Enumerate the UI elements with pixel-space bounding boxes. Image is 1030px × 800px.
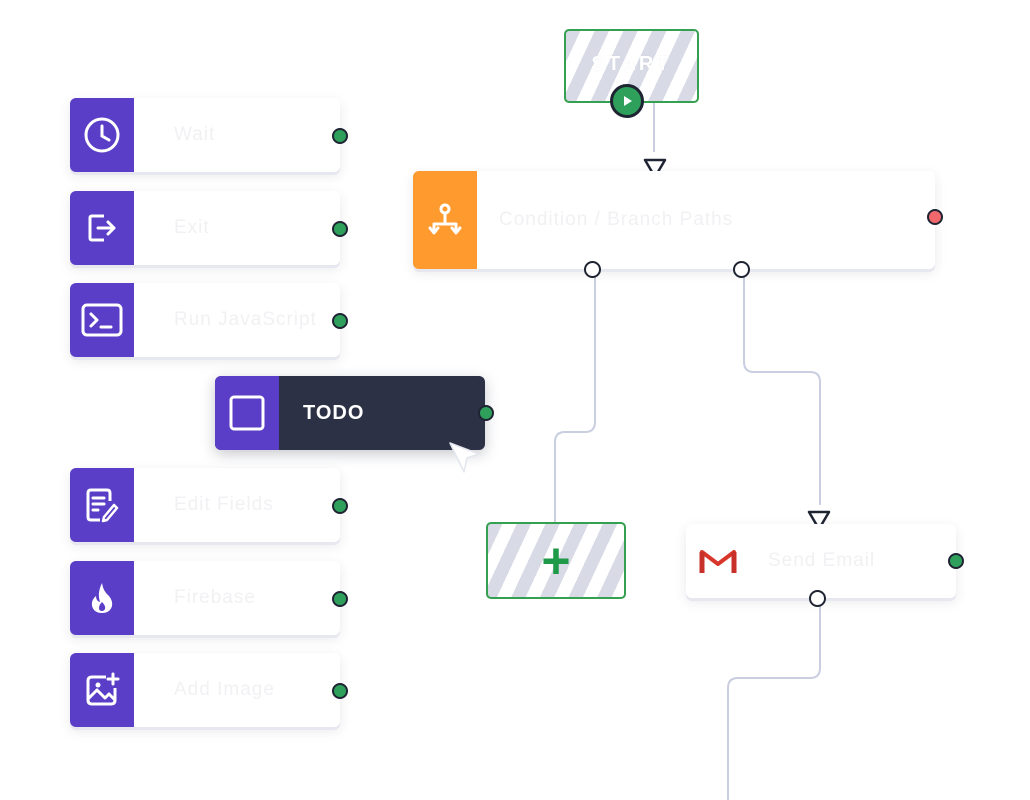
output-port[interactable] xyxy=(332,128,348,144)
palette-node-label: Run JavaScript xyxy=(174,309,317,330)
flame-icon xyxy=(91,583,113,613)
output-port[interactable] xyxy=(332,221,348,237)
palette-node-run-javascript[interactable]: Run JavaScript xyxy=(70,283,348,357)
todo-label: TODO xyxy=(303,401,365,424)
branch-node[interactable]: Condition / Branch Paths xyxy=(413,171,943,278)
clock-icon xyxy=(84,117,120,153)
cursor-icon xyxy=(449,442,480,473)
input-arrow-icon xyxy=(643,158,667,179)
square-icon xyxy=(229,395,265,431)
exit-icon xyxy=(88,214,116,242)
play-button[interactable] xyxy=(610,84,644,118)
gmail-icon-box xyxy=(686,524,750,598)
palette-node-edit-fields[interactable]: Edit Fields xyxy=(70,468,348,542)
branch-output-port[interactable] xyxy=(584,261,601,278)
branch-icon-box xyxy=(413,171,477,269)
branch-icon xyxy=(428,203,462,235)
terminal-icon xyxy=(81,303,123,337)
palette-node-label: Exit xyxy=(174,217,210,238)
image-add-icon xyxy=(86,672,120,706)
palette-icon-box xyxy=(70,561,134,635)
gmail-node[interactable]: Send Email xyxy=(686,524,964,607)
error-port[interactable] xyxy=(927,209,943,225)
gmail-output-port[interactable] xyxy=(809,590,826,607)
play-icon xyxy=(624,96,632,106)
add-node-button[interactable]: + xyxy=(486,522,626,599)
palette-node-label: Add Image xyxy=(174,679,275,700)
gmail-node-label: Send Email xyxy=(768,550,876,571)
palette-node-wait[interactable]: Wait xyxy=(70,98,348,172)
output-port[interactable] xyxy=(332,498,348,514)
palette-node-label: Edit Fields xyxy=(174,494,274,515)
output-port[interactable] xyxy=(948,553,964,569)
gmail-icon xyxy=(699,550,737,573)
edit-document-icon xyxy=(86,488,119,523)
palette-icon-box xyxy=(70,98,134,172)
start-label: START xyxy=(591,53,672,75)
output-port[interactable] xyxy=(332,683,348,699)
palette-icon-box xyxy=(70,653,134,727)
branch-node-label: Condition / Branch Paths xyxy=(499,209,734,230)
branch-output-port[interactable] xyxy=(733,261,750,278)
palette-icon-box xyxy=(70,468,134,542)
palette-node-add-image[interactable]: Add Image xyxy=(70,653,348,727)
output-port[interactable] xyxy=(478,405,494,421)
palette-icon-box xyxy=(70,191,134,265)
palette-node-label: Firebase xyxy=(174,587,256,608)
palette-node-firebase[interactable]: Firebase xyxy=(70,561,348,635)
todo-icon-box xyxy=(215,376,279,450)
output-port[interactable] xyxy=(332,313,348,329)
palette-node-exit[interactable]: Exit xyxy=(70,191,348,265)
plus-icon: + xyxy=(541,532,571,589)
palette-icon-box xyxy=(70,283,134,357)
output-port[interactable] xyxy=(332,591,348,607)
input-arrow-icon xyxy=(807,510,831,531)
todo-node[interactable]: TODO xyxy=(215,376,494,450)
palette-node-label: Wait xyxy=(174,124,216,145)
